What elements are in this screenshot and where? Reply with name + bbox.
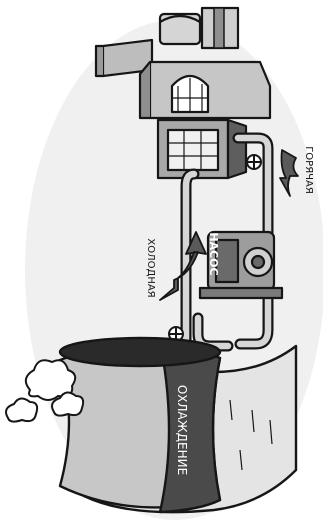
- roof-tower-stripe: [214, 8, 224, 48]
- pump-label: НАСОС: [207, 232, 220, 275]
- machine-block-side: [228, 120, 246, 178]
- main-hall: [150, 62, 270, 118]
- valve-handwheel-icon: [247, 155, 261, 169]
- pump-impeller: [252, 256, 264, 268]
- machine-window: [168, 130, 218, 170]
- cooling-tower-label: ОХЛАЖДЕНИЕ: [175, 385, 189, 475]
- roof-stack-left-side: [96, 46, 103, 76]
- cold-water-label: ХОЛОДНАЯ: [145, 238, 156, 297]
- hot-water-label: ГОРЯЧАЯ: [303, 146, 314, 194]
- tower-top-opening: [60, 338, 220, 366]
- tower-shade: [160, 342, 220, 512]
- pump-base: [200, 288, 282, 298]
